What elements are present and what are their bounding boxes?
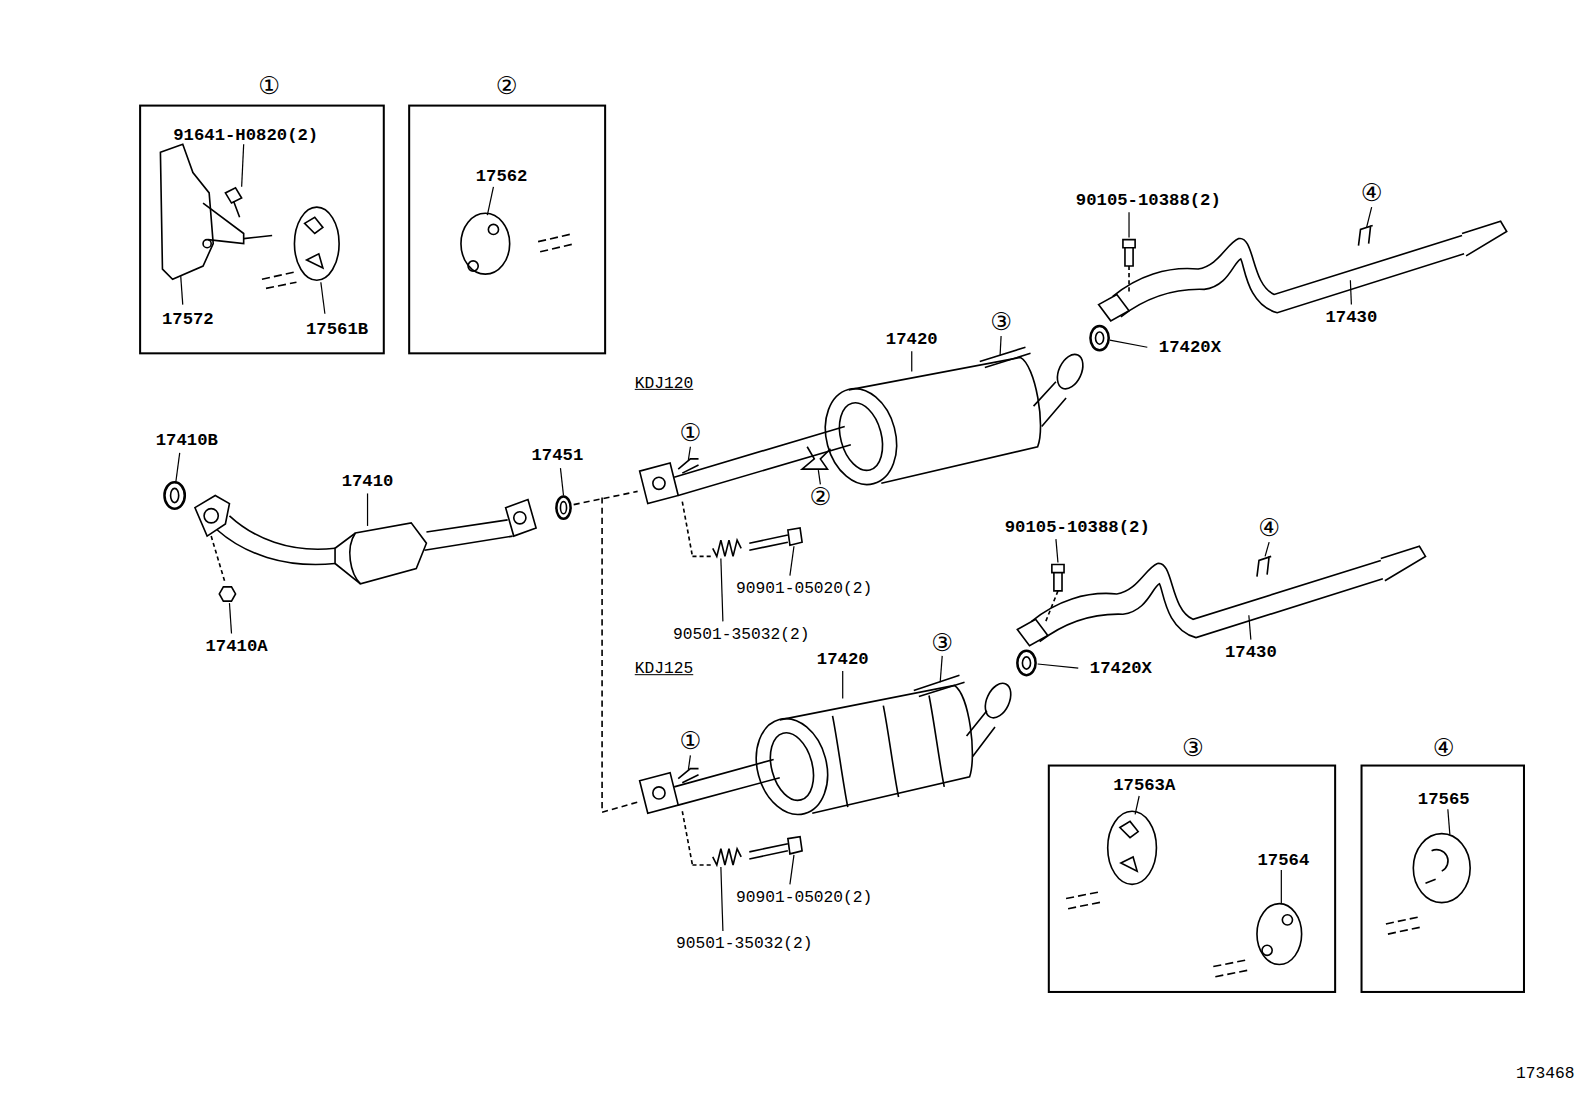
part-number: 17410A [205, 638, 267, 655]
leader-lines [176, 144, 1450, 931]
model-label: KDJ120 [635, 376, 693, 392]
callout-number: ③ [990, 310, 1012, 334]
callout-number: ② [809, 484, 831, 508]
callout-number: ① [258, 74, 280, 98]
inset-panel: ④17565 [1361, 765, 1525, 993]
part-number: 90501-35032(2) [676, 936, 812, 952]
callout-number: ③ [931, 631, 953, 655]
part-number: 90105-10388(2) [1005, 518, 1150, 535]
part-number: 17430 [1325, 309, 1377, 326]
callout-number: ① [679, 420, 701, 444]
part-number: 17565 [1418, 790, 1470, 807]
part-number: 17410B [156, 432, 218, 449]
part-number: 17562 [476, 168, 528, 185]
part-number: 17410 [342, 473, 394, 490]
inset-panel: ②17562 [408, 105, 606, 355]
part-number: 90501-35032(2) [673, 626, 809, 642]
part-number: 17561B [306, 320, 368, 337]
callout-number: ② [496, 74, 518, 98]
part-number: 17572 [162, 311, 214, 328]
part-number: 17420 [817, 650, 869, 667]
callout-number: ④ [1433, 736, 1455, 760]
part-number: 17430 [1225, 644, 1277, 661]
part-number: 17563A [1113, 777, 1175, 794]
part-number: 173468 [1516, 1066, 1574, 1082]
part-number: 17451 [532, 447, 584, 464]
part-number: 17420X [1090, 659, 1152, 676]
hanger-parts [160, 144, 1470, 977]
callout-number: ④ [1361, 181, 1383, 205]
callout-number: ① [679, 729, 701, 753]
model-label: KDJ125 [635, 661, 693, 677]
callout-number: ④ [1258, 516, 1280, 540]
part-number: 17564 [1257, 851, 1309, 868]
tail-pipe-lower [1017, 546, 1425, 646]
center-pipe-kdj125 [640, 651, 1036, 865]
part-number: 90901-05020(2) [736, 581, 872, 597]
front-pipe [164, 482, 637, 812]
callout-number: ③ [1182, 736, 1204, 760]
inset-panel: ③17563A17564 [1048, 765, 1336, 993]
part-number: 90105-10388(2) [1076, 191, 1221, 208]
part-number: 17420X [1159, 339, 1221, 356]
part-number: 90901-05020(2) [736, 889, 872, 905]
tail-pipe-upper [1099, 221, 1507, 321]
part-number: 91641-H0820(2) [173, 126, 318, 143]
part-number: 17420 [886, 330, 938, 347]
inset-panel: ①91641-H0820(2)1757217561B [139, 105, 385, 355]
